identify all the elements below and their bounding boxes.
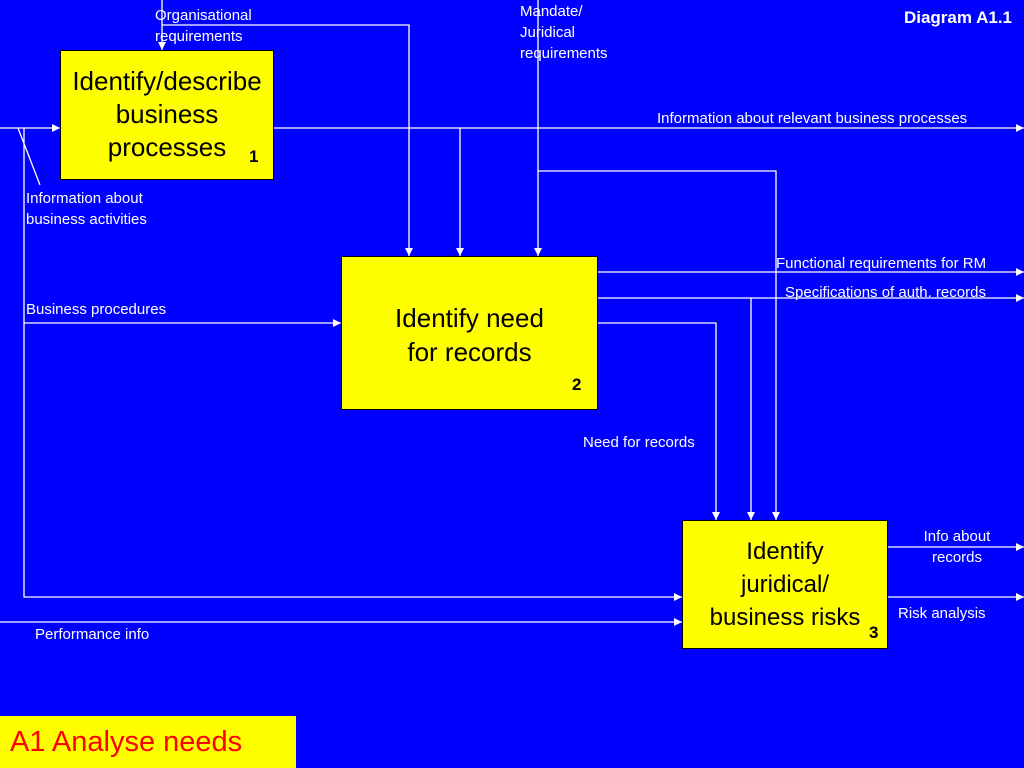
label-specifications-auth-records: Specifications of auth. records (785, 284, 986, 301)
footer-title: A1 Analyse needs (0, 716, 296, 768)
activity-3-number: 3 (869, 623, 879, 642)
label-organisational-requirements: Organisational requirements (155, 7, 252, 45)
leader-business-activities (17, 127, 41, 186)
activity-box-1: Identify/describe business processes 1 (60, 50, 274, 180)
arrow-organisational-requirements (162, 24, 413, 256)
activity-2-title: Identify need for records (395, 303, 544, 367)
activity-1-title: Identify/describe business processes (72, 66, 262, 162)
label-information-about-business-activities: Information about business activities (26, 190, 147, 228)
arrow-mandate-to-box3 (538, 170, 780, 520)
arrow-need-for-records (598, 322, 720, 520)
label-relevant-business-processes: Information about relevant business proc… (657, 110, 968, 127)
activity-3-title: Identify juridical/ business risks (709, 538, 861, 631)
label-performance-info: Performance info (35, 626, 150, 643)
label-risk-analysis: Risk analysis (898, 605, 986, 622)
activity-box-3: Identify juridical/ business risks 3 (682, 520, 888, 649)
label-info-about-records: Info about records (923, 528, 991, 566)
label-functional-requirements: Functional requirements for RM (776, 255, 987, 272)
activity-1-number: 1 (249, 147, 259, 166)
label-mandate-juridical-requirements: Mandate/ Juridical requirements (520, 3, 608, 62)
label-business-procedures: Business procedures (26, 301, 167, 318)
arrow-left-bus-to-box3 (23, 128, 682, 601)
activity-2-number: 2 (572, 375, 582, 394)
diagram-id: Diagram A1.1 (903, 8, 1012, 27)
label-need-for-records: Need for records (583, 434, 695, 451)
activity-box-2: Identify need for records 2 (341, 256, 598, 410)
